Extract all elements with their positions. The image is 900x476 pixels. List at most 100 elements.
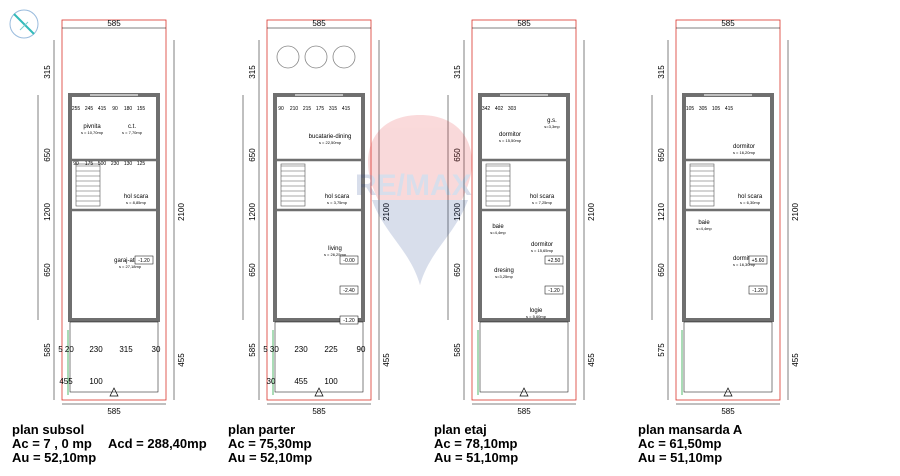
bottom-dimension: 585 (107, 407, 121, 416)
stairs (75, 163, 101, 207)
right-dimension: 2100 (177, 203, 186, 221)
left-dimension: 1210 (657, 203, 666, 221)
room-name: dormitor (733, 144, 755, 150)
bottom-dimension: 585 (517, 407, 531, 416)
inner-dimension: 342 (482, 106, 491, 112)
lower-dimension: 230 (294, 345, 308, 354)
lower-dimension: 5 20 (58, 345, 74, 354)
room-area: s = 27,18mp (119, 264, 142, 269)
terrace-area (69, 321, 159, 393)
right-dimension: 455 (587, 353, 596, 367)
plan-title-2: plan etaj (434, 422, 487, 437)
inner-dimension: 210 (290, 106, 299, 112)
left-dimension: 315 (43, 65, 52, 79)
entrance-arrow-icon (519, 387, 529, 397)
left-dimension: 650 (657, 263, 666, 277)
room-name: hol scara (738, 194, 763, 200)
lower-dimension: 455 (294, 377, 308, 386)
room-area: s = 26,25mp (324, 252, 347, 257)
inner-dimension: 215 (303, 106, 312, 112)
inner-dimension: 305 (699, 106, 708, 112)
watermark-text: RE/MAX (355, 169, 472, 202)
lower-dimension: 30 (152, 345, 161, 354)
room-area: s=3,3mp (544, 124, 560, 129)
room-name: bucatarie-dining (309, 134, 352, 140)
level-marker (339, 285, 359, 295)
left-dimension: 315 (453, 65, 462, 79)
room-area: s = 6,30mp (740, 200, 761, 205)
room-name: dresing (494, 268, 514, 274)
plan-au-2: Au = 51,10mp (434, 450, 519, 465)
room-area: s = 15,65mp (531, 248, 554, 253)
room-name: baie (492, 224, 504, 230)
plan-title-1: plan parter (228, 422, 296, 437)
inner-dimension: 230 (111, 161, 120, 167)
room-area: s = 3,75mp (327, 200, 348, 205)
room-name: pivnita (83, 124, 101, 130)
inner-dimension: 175 (85, 161, 94, 167)
stairs (485, 163, 511, 207)
left-dimension: 1200 (453, 203, 462, 221)
room-area: s = 10,70mp (81, 130, 104, 135)
plan-ac-3: Ac = 61,50mp (638, 436, 722, 451)
stair-outline (485, 163, 511, 207)
entrance-arrow-icon (723, 387, 733, 397)
level-marker (544, 255, 564, 265)
room-area: s=3,25mp (495, 274, 513, 279)
right-dimension: 455 (382, 353, 391, 367)
room-area: s = 7,25mp (532, 200, 553, 205)
inner-dimension: 303 (508, 106, 517, 112)
inner-dimension: 105 (686, 106, 695, 112)
room-area: s=4,4mp (696, 226, 712, 231)
inner-dimension: 415 (342, 106, 351, 112)
terrace-area (479, 321, 569, 393)
plan-au-1: Au = 52,10mp (228, 450, 313, 465)
stair-outline (280, 163, 306, 207)
room-name: hol scara (325, 194, 350, 200)
room-name: baie (698, 220, 710, 226)
room-name: dormitor (733, 256, 755, 262)
left-dimension: 1200 (43, 203, 52, 221)
left-dimension: 650 (657, 148, 666, 162)
room-area: s = 8,85mp (126, 200, 147, 205)
left-dimension: 315 (248, 65, 257, 79)
compass-icon (9, 9, 39, 39)
room-area: s = 16,20mp (733, 150, 756, 155)
room-area: s=4,4mp (490, 230, 506, 235)
lower-dimension: 90 (357, 345, 366, 354)
bottom-dimension: 585 (312, 407, 326, 416)
inner-dimension: 90 (278, 106, 284, 112)
level-label: +5.60 (752, 258, 765, 264)
room-area: s = 7,70mp (122, 130, 143, 135)
room-name: c.t. (128, 124, 136, 130)
level-label: +2.50 (548, 258, 561, 264)
room-name: g.s. (547, 118, 557, 124)
room-name: living (328, 246, 342, 252)
room-name: hol scara (530, 194, 555, 200)
room-area: s = 15,50mp (499, 138, 522, 143)
plan-ac-1: Ac = 75,30mp (228, 436, 312, 451)
stairs (280, 163, 306, 207)
stair-outline (689, 163, 715, 207)
plan-title-3: plan mansarda A (638, 422, 743, 437)
plan-ac-2: Ac = 78,10mp (434, 436, 518, 451)
level-label: -1.20 (548, 288, 560, 294)
left-dimension: 315 (657, 65, 666, 79)
right-dimension: 455 (177, 353, 186, 367)
lower-dimension: 230 (89, 345, 103, 354)
lower-dimension: 100 (324, 377, 338, 386)
terrace-area (274, 321, 364, 393)
lower-dimension: 100 (89, 377, 103, 386)
room-name: dormitor (499, 132, 521, 138)
level-marker (339, 255, 359, 265)
room-name: dormitor (531, 242, 553, 248)
room-name: garaj-atelier (114, 258, 146, 264)
site-boundary (471, 19, 577, 401)
plan-ac-0: Ac = 7 , 0 mp (12, 436, 92, 451)
plan-au-0: Au = 52,10mp (12, 450, 97, 465)
inner-dimension: 125 (137, 161, 146, 167)
top-dimension: 585 (517, 19, 531, 28)
tree-icon (304, 45, 328, 69)
remax-watermark: RE/MAX (355, 115, 472, 285)
